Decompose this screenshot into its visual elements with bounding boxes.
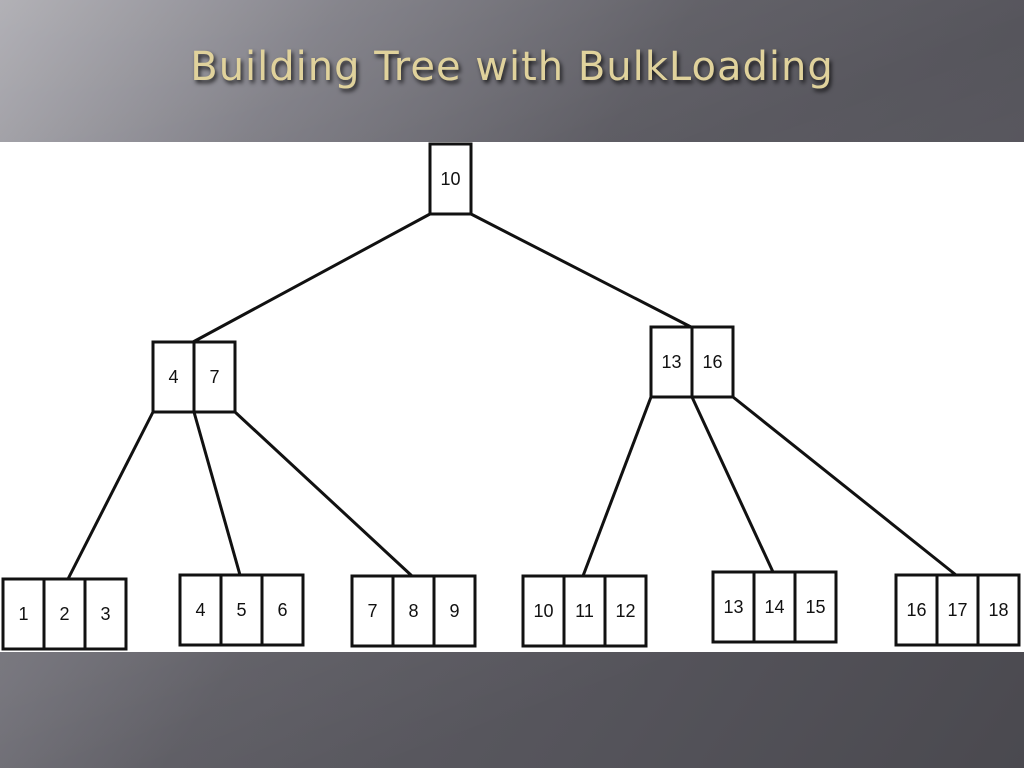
leaf-node-5: 16 17 18 <box>894 573 1021 647</box>
leaf-node-2-key-0: 7 <box>367 601 377 621</box>
internal-node-0-key-0: 4 <box>168 367 178 387</box>
internal-node-0-cell-1 <box>192 340 237 414</box>
leaf-node-4-key-2: 15 <box>805 597 825 617</box>
leaf-node-4-key-1: 14 <box>764 597 784 617</box>
leaf-node-3-key-1: 11 <box>575 601 594 621</box>
leaf-node-0-cell-0 <box>1 577 46 651</box>
leaf-node-3-cell-0 <box>521 574 566 648</box>
leaf-node-2-key-1: 8 <box>408 601 418 621</box>
leaf-node-5-cell-2 <box>976 573 1021 647</box>
leaf-node-1: 4 5 6 <box>178 573 305 647</box>
edge-internal-1-to-leaf-5 <box>732 395 957 577</box>
leaf-node-4-cell-1 <box>752 570 797 644</box>
leaf-node-1-key-2: 6 <box>277 600 287 620</box>
leaf-node-3-cell-1 <box>562 574 607 648</box>
leaf-node-2-cell-2 <box>432 574 477 648</box>
internal-node-1: 13 16 <box>649 325 735 399</box>
leaf-node-1-cell-1 <box>219 573 264 647</box>
leaf-node-0-key-1: 2 <box>59 604 69 624</box>
internal-node-0-key-1: 7 <box>209 367 219 387</box>
edge-internal-1-to-leaf-4 <box>690 396 775 573</box>
leaf-node-5-cell-0 <box>894 573 939 647</box>
leaf-node-1-key-1: 5 <box>236 600 246 620</box>
leaf-node-5-key-0: 16 <box>906 600 926 620</box>
leaf-node-3-cell-2 <box>603 574 648 648</box>
edge-internal-0-to-leaf-2 <box>233 410 414 578</box>
leaf-node-2-key-2: 9 <box>449 601 459 621</box>
internal-node-1-key-1: 16 <box>702 352 722 372</box>
leaf-node-0-cell-2 <box>83 577 128 651</box>
root-node-key-0: 10 <box>440 169 460 189</box>
edge-internal-0-to-leaf-1 <box>192 411 242 576</box>
leaf-node-5-cell-1 <box>935 573 980 647</box>
leaf-node-1-cell-2 <box>260 573 305 647</box>
leaf-node-3-key-0: 10 <box>533 601 553 621</box>
leaf-node-2: 7 8 9 <box>350 574 477 648</box>
internal-node-1-cell-0 <box>649 325 694 399</box>
edge-internal-0-to-leaf-0 <box>66 411 155 580</box>
leaf-node-1-key-0: 4 <box>195 600 205 620</box>
internal-node-0-cell-0 <box>151 340 196 414</box>
leaf-node-4-key-0: 13 <box>723 597 743 617</box>
edge-root-to-internal-1 <box>470 212 692 329</box>
leaf-node-2-cell-0 <box>350 574 395 648</box>
edge-internal-1-to-leaf-3 <box>581 396 653 577</box>
slide-title: Building Tree with BulkLoading <box>190 44 834 90</box>
leaf-node-0-key-2: 3 <box>100 604 110 624</box>
leaf-node-5-key-1: 17 <box>947 600 967 620</box>
leaf-node-4-cell-0 <box>711 570 756 644</box>
leaf-node-5-key-2: 18 <box>988 600 1008 620</box>
root-node-cell-0 <box>428 142 473 216</box>
leaf-node-4: 13 14 15 <box>711 570 838 644</box>
leaf-node-3: 10 11 12 <box>521 574 648 648</box>
leaf-node-4-cell-2 <box>793 570 838 644</box>
leaf-node-0: 1 2 3 <box>1 577 128 651</box>
leaf-node-2-cell-1 <box>391 574 436 648</box>
edge-root-to-internal-0 <box>192 212 431 344</box>
root-node: 10 <box>428 142 473 216</box>
internal-node-1-key-0: 13 <box>661 352 681 372</box>
leaf-node-3-key-2: 12 <box>615 601 635 621</box>
leaf-node-0-key-0: 1 <box>18 604 28 624</box>
internal-node-1-cell-1 <box>690 325 735 399</box>
